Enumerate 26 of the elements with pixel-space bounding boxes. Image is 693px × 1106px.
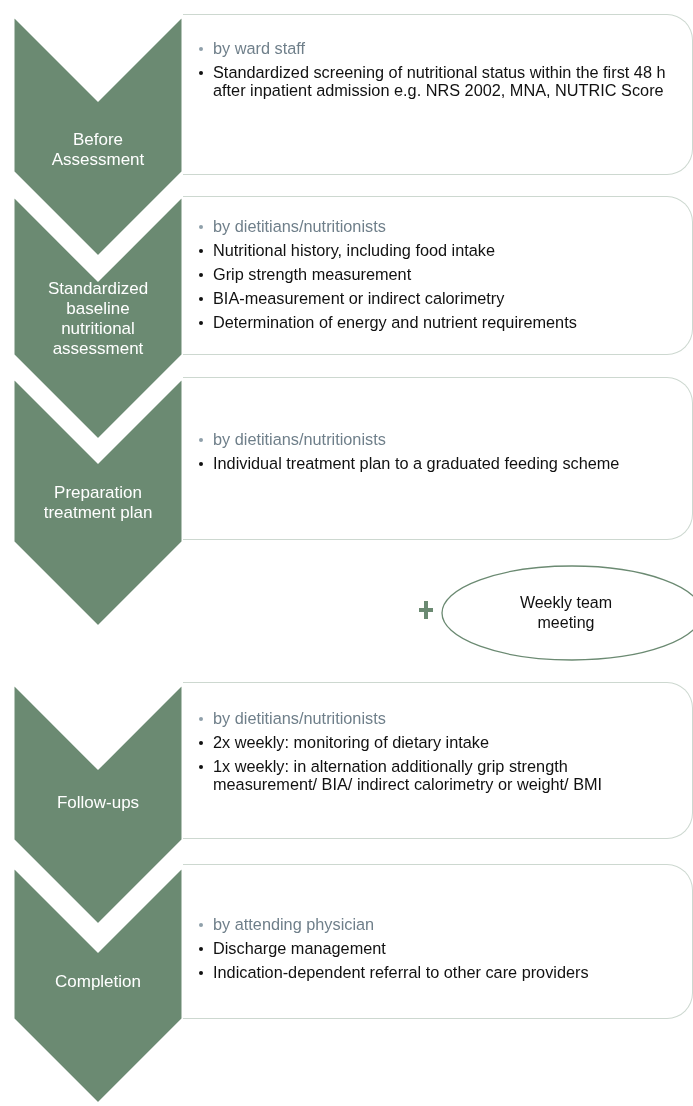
bullet-item: Grip strength measurement [197,265,670,283]
bullet-item: Individual treatment plan to a graduated feeding scheme [197,454,670,472]
bullet-item: Standardized screening of nutritional status within the first 48 h after inpatient admission e.g. NRS 2002, MNA, NUTRIC Score [197,63,670,99]
bullet-item: 2x weekly: monitoring of dietary intake [197,733,670,751]
bullet-item: Indication-dependent referral to other care providers [197,963,670,981]
step-label: Follow-ups [55,793,141,813]
bullet-item: Discharge management [197,939,670,957]
step-label: Before Assessment [50,130,146,170]
bullet-item: Nutritional history, including food intake [197,241,670,259]
bullet-item: BIA-measurement or indirect calorimetry [197,289,670,307]
responsible-role: by ward staff [197,39,670,57]
bullet-item: 1x weekly: in alternation additionally grip strength measurement/ BIA/ indirect calorimetry or weight/ BMI [197,757,670,793]
step-card [183,196,693,355]
responsible-role: by dietitians/nutritionists [197,430,670,448]
meeting-label: Weekly team meeting [518,593,614,633]
responsible-role: by dietitians/nutritionists [197,217,670,235]
responsible-role: by dietitians/nutritionists [197,709,670,727]
responsible-role: by attending physician [197,915,670,933]
step-card [183,377,693,540]
step-label: Completion [54,972,142,992]
bullet-item: Determination of energy and nutrient requirements [197,313,670,331]
step-label: Standardized baseline nutritional assessment [46,279,150,359]
step-card [183,14,693,175]
step-label: Preparation treatment plan [42,483,154,523]
step-card [183,864,693,1019]
step-card [183,682,693,839]
